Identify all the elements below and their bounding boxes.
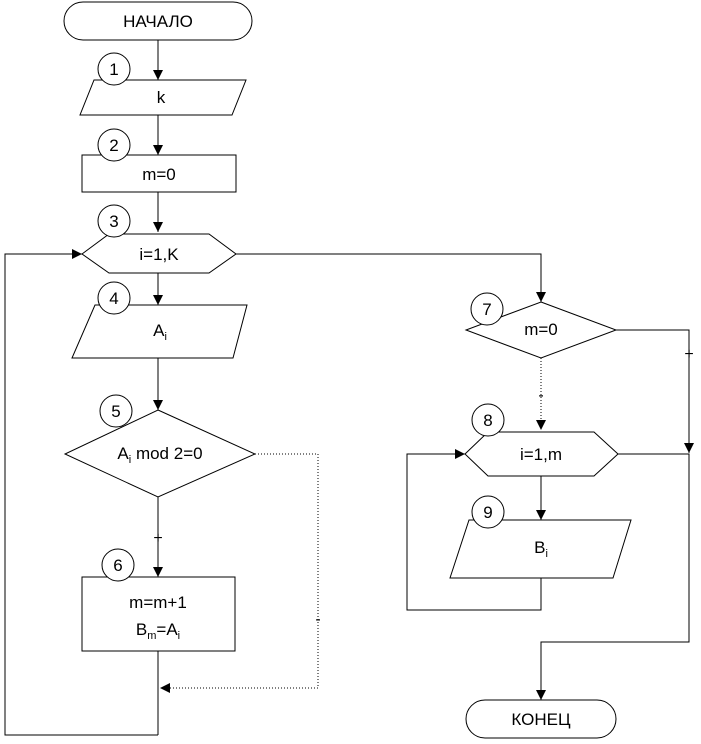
block-6-line1: m=m+1 bbox=[129, 593, 187, 612]
block-4-number: 4 bbox=[109, 289, 118, 308]
block-5-label: Ai mod 2=0 bbox=[117, 444, 202, 466]
arrow-to-b7 bbox=[536, 292, 546, 302]
block-8-loop: i=1,m 8 bbox=[464, 403, 619, 477]
arrow-merge-b5-no bbox=[160, 683, 170, 693]
arrow-b7-yes-merge bbox=[684, 443, 694, 453]
arrow-to-b2 bbox=[153, 145, 163, 155]
block-6-line2: Bm=Ai bbox=[136, 620, 180, 642]
block-3-loop: i=1,K 3 bbox=[81, 204, 237, 274]
end-label: КОНЕЦ bbox=[511, 710, 571, 729]
block-5-decision: Ai mod 2=0 5 bbox=[63, 394, 257, 498]
block-3-label: i=1,K bbox=[139, 245, 179, 264]
arrow-to-b4 bbox=[153, 295, 163, 305]
arrow-loop-b8 bbox=[455, 449, 465, 459]
block-1-number: 1 bbox=[109, 60, 118, 79]
arrow-to-b6 bbox=[153, 567, 163, 577]
block-1-label: k bbox=[157, 88, 166, 107]
arrow-to-b3 bbox=[153, 222, 163, 232]
block-5-yes-sign: + bbox=[153, 530, 162, 547]
block-7-label: m=0 bbox=[524, 320, 558, 339]
block-9-label: Bi bbox=[534, 538, 548, 560]
arrowheads bbox=[72, 70, 694, 700]
block-2-number: 2 bbox=[109, 136, 118, 155]
block-5-number: 5 bbox=[111, 402, 120, 421]
block-2-process: m=0 2 bbox=[81, 128, 237, 193]
block-9-output: Bi 9 bbox=[449, 495, 632, 579]
arrow-to-end bbox=[536, 690, 546, 700]
block-5-no-sign: - bbox=[315, 611, 320, 628]
block-7-number: 7 bbox=[482, 300, 491, 319]
block-7-decision: m=0 7 bbox=[464, 292, 618, 359]
arrow-to-b9 bbox=[536, 510, 546, 520]
block-9-number: 9 bbox=[483, 503, 492, 522]
arrow-loop-b3 bbox=[72, 249, 82, 259]
arrow-to-b1 bbox=[153, 70, 163, 80]
block-8-label: i=1,m bbox=[520, 445, 562, 464]
start-label: НАЧАЛО bbox=[123, 12, 193, 31]
block-6-process: m=m+1 Bm=Ai 6 bbox=[81, 548, 236, 652]
block-7-no-sign: - bbox=[538, 387, 543, 404]
block-4-input: Ai 4 bbox=[71, 281, 248, 359]
arrow-to-b8 bbox=[536, 420, 546, 430]
arrow-to-b5 bbox=[153, 400, 163, 410]
block-7-yes-sign: + bbox=[684, 346, 693, 363]
block-2-label: m=0 bbox=[142, 165, 176, 184]
block-8-number: 8 bbox=[483, 411, 492, 430]
block-6-number: 6 bbox=[113, 556, 122, 575]
end-block: КОНЕЦ bbox=[465, 699, 617, 739]
start-block: НАЧАЛО bbox=[63, 1, 253, 41]
block-1-input: k 1 bbox=[79, 52, 247, 116]
block-3-number: 3 bbox=[109, 212, 118, 231]
block-4-label: Ai bbox=[153, 321, 167, 343]
